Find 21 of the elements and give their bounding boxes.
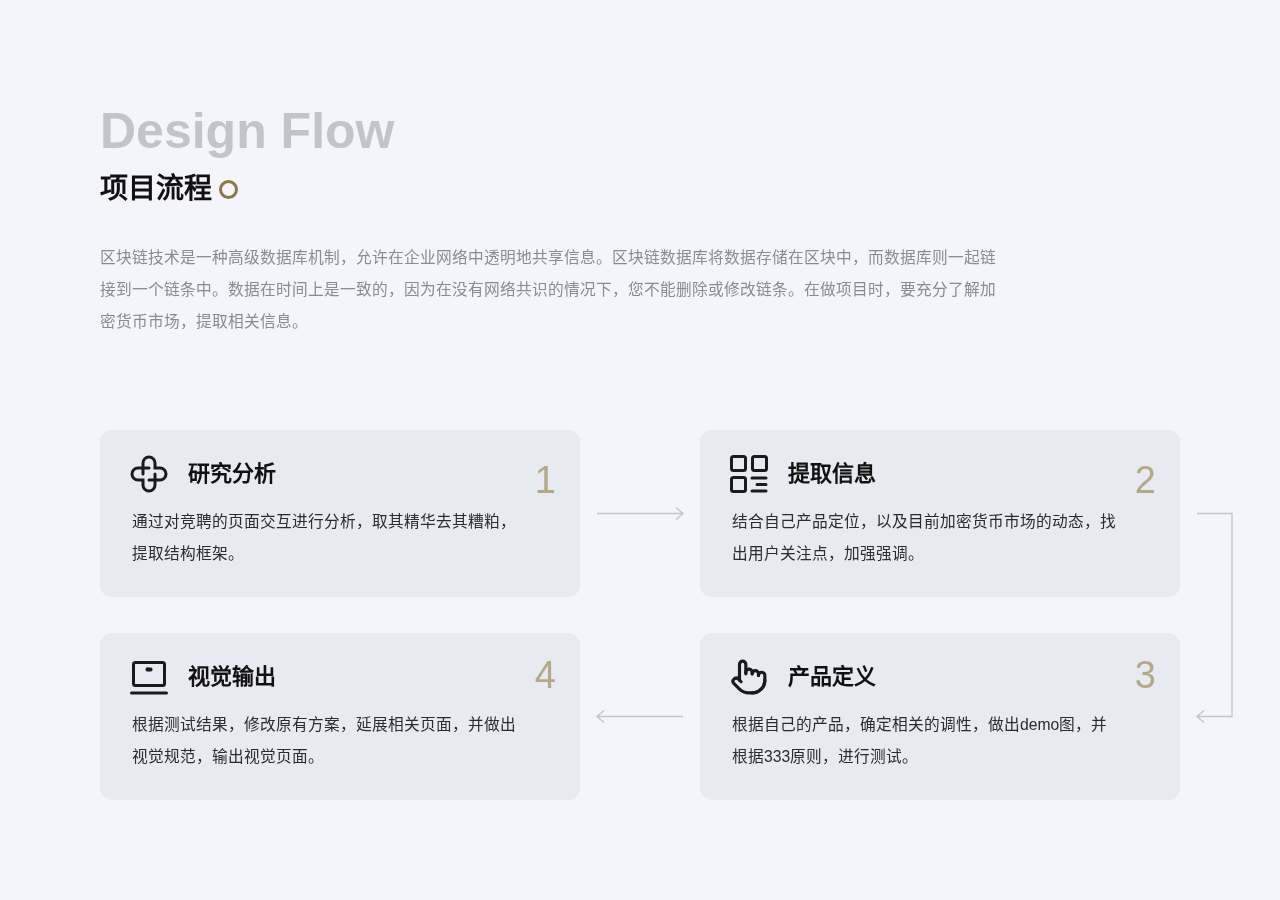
step-title: 提取信息 [788, 460, 876, 488]
step-card [700, 430, 1180, 597]
step-title: 研究分析 [188, 460, 276, 488]
step-title: 视觉输出 [188, 663, 276, 691]
intro-paragraph: 区块链技术是一种高级数据库机制，允许在企业网络中透明地共享信息。区块链数据库将数据存储在区块中，而数据库则一起链接到一个链条中。数据在时间上是一致的，因为在没有网络共识的情况下，您不能删除或修改链条。在做项目时，要充分了解加密货币市场，提取相关信息。 [100, 248, 997, 332]
step-description: 结合自己产品定位，以及目前加密货币市场的动态，找出用户关注点，加强强调。 [732, 512, 1117, 564]
step-number: 4 [534, 653, 556, 697]
step-number: 3 [1134, 653, 1156, 697]
step-description: 根据自己的产品，确定相关的调性，做出demo图，并根据333原则，进行测试。 [732, 715, 1109, 767]
step-card [100, 633, 580, 800]
step-description: 通过对竞聘的页面交互进行分析，取其精华去其糟粕，提取结构框架。 [132, 512, 517, 564]
page-title: 项目流程 [100, 172, 212, 206]
connector-arrow [596, 506, 684, 521]
step-title: 产品定义 [788, 663, 876, 691]
step-number: 1 [534, 458, 556, 502]
step-number: 2 [1134, 458, 1156, 502]
step-description: 根据测试结果，修改原有方案，延展相关页面，并做出视觉规范，输出视觉页面。 [132, 715, 517, 767]
connector-arrow [596, 709, 684, 724]
step-card [100, 430, 580, 597]
connector-arrow [1196, 512, 1233, 724]
step-card [700, 633, 1180, 800]
